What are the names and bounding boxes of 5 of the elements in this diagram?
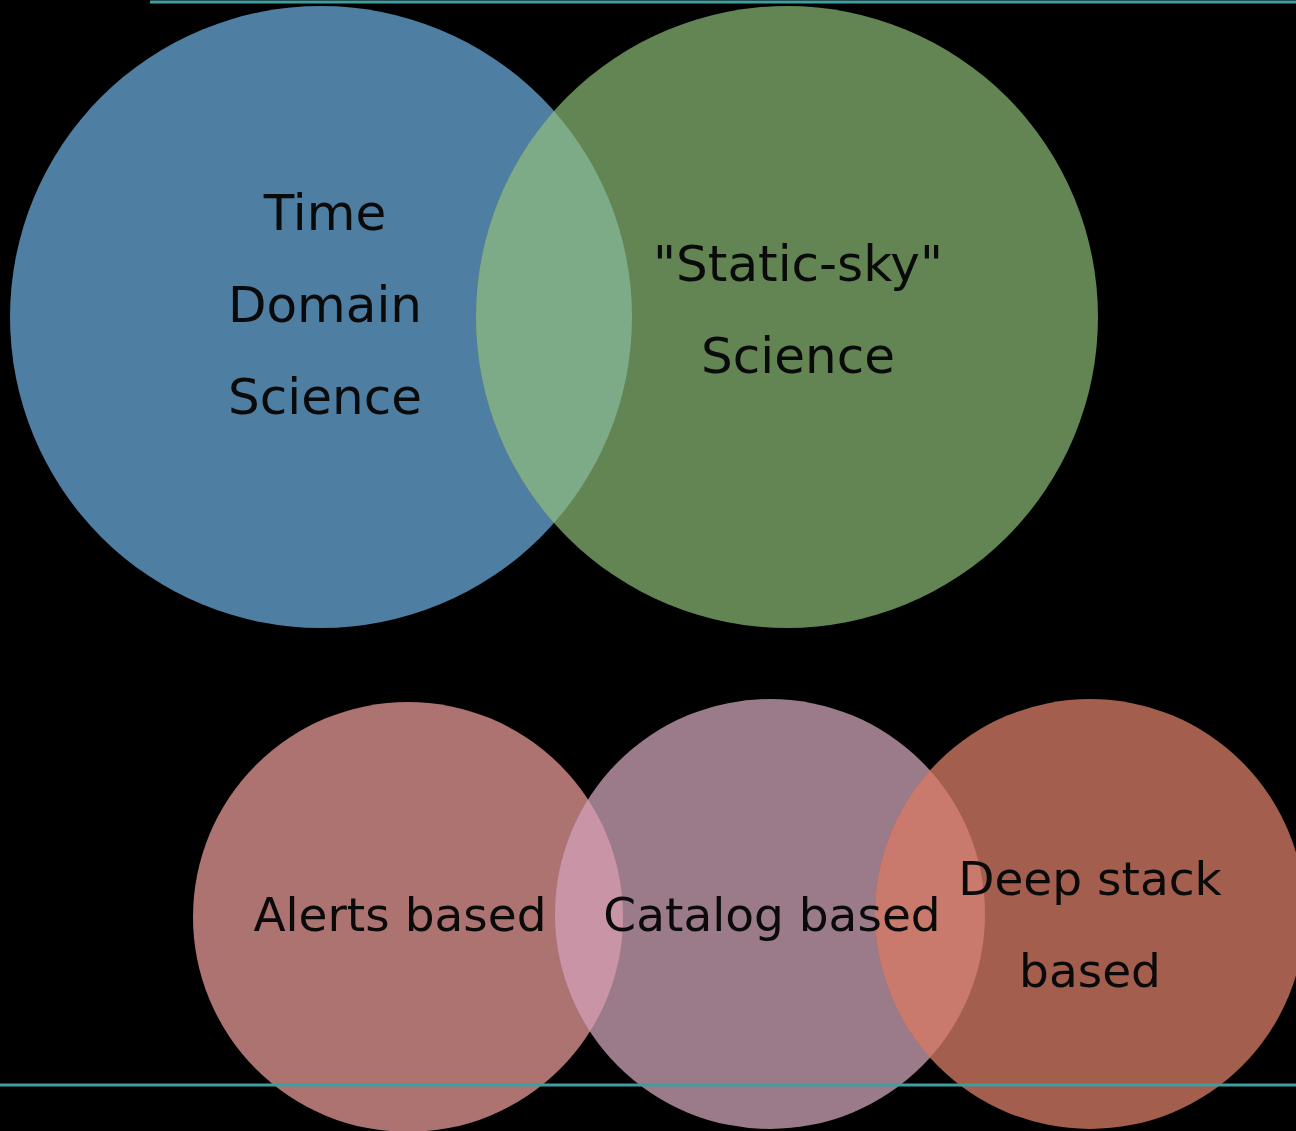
circle-label: Deep stack based (957, 850, 1223, 1000)
circle-label: Catalog based (602, 886, 942, 944)
circle-label: "Static-sky" Science (652, 234, 944, 387)
circle-label: Time Domain Science (227, 183, 423, 428)
circle-label: Alerts based (252, 886, 548, 944)
